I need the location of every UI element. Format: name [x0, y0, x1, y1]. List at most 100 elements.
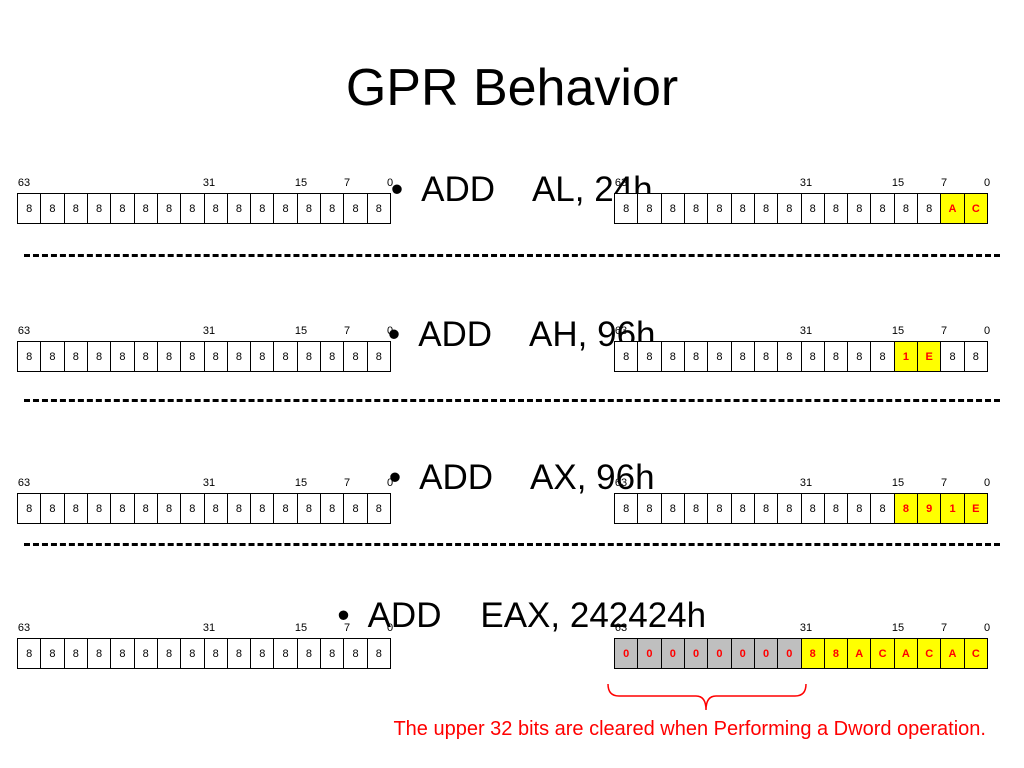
register-nibble-cell: 8 — [754, 193, 779, 224]
register-nibble-cell: 8 — [227, 193, 252, 224]
register-nibble-cell: 8 — [181, 493, 205, 524]
register-nibble-cell: 8 — [87, 193, 112, 224]
section-divider — [24, 399, 1000, 402]
register-nibble-cell: 8 — [801, 638, 825, 669]
bullet-icon: • — [337, 596, 350, 635]
register-nibble-cell: 8 — [157, 493, 182, 524]
register-nibble-cell: 8 — [41, 493, 65, 524]
register-nibble-cell: 8 — [344, 638, 368, 669]
bit-label: 15 — [294, 477, 308, 489]
register-nibble-cell: 8 — [181, 193, 205, 224]
register-nibble-cell: 8 — [157, 193, 182, 224]
section-divider — [24, 543, 1000, 546]
register-nibble-cell: 8 — [321, 493, 345, 524]
register-nibble-cell: 8 — [344, 193, 368, 224]
register-nibble-cell: 8 — [321, 638, 345, 669]
register-nibble-cell: 8 — [41, 638, 65, 669]
register-nibble-cell: 8 — [801, 341, 825, 372]
register-nibble-cell: 8 — [18, 493, 42, 524]
bit-label: 0 — [386, 325, 394, 337]
register-nibble-cell: 8 — [274, 193, 298, 224]
register-nibble-cell: 0 — [615, 638, 639, 669]
register-nibble-cell: 8 — [661, 493, 685, 524]
bullet-icon: • — [390, 170, 404, 209]
bit-label: 63 — [614, 622, 628, 634]
register-nibble-cell: 8 — [344, 493, 368, 524]
bit-label: 31 — [799, 477, 813, 489]
register-nibble-cell: 8 — [824, 638, 849, 669]
bit-label: 0 — [983, 622, 991, 634]
register-nibble-cell: 0 — [731, 638, 755, 669]
register-nibble-cell: 8 — [227, 493, 252, 524]
register-nibble-cell: 8 — [894, 193, 919, 224]
register-nibble-cell: 8 — [64, 493, 88, 524]
instruction-text: ADD EAX, 242424h — [367, 596, 707, 635]
register-nibble-cell: 8 — [87, 341, 112, 372]
bit-label: 31 — [799, 177, 813, 189]
register-nibble-cell: 8 — [64, 193, 88, 224]
register-nibble-cell: 1 — [941, 493, 965, 524]
register-nibble-cell: A — [941, 638, 965, 669]
bit-label: 0 — [386, 622, 394, 634]
register-nibble-cell: 0 — [661, 638, 685, 669]
register-nibble-cell: 8 — [87, 638, 112, 669]
register-nibble-cell: 8 — [638, 493, 662, 524]
register-nibble-cell: 8 — [64, 341, 88, 372]
register-nibble-cell: 8 — [894, 493, 919, 524]
register-nibble-cell: 8 — [918, 193, 942, 224]
register-nibble-cell: 8 — [157, 638, 182, 669]
register-nibble-cell: 8 — [274, 493, 298, 524]
register-nibble-cell: 8 — [778, 493, 802, 524]
bit-label: 15 — [891, 325, 905, 337]
bit-label: 63 — [17, 477, 31, 489]
instruction-add-al: •ADD AL, 24h — [0, 137, 1024, 207]
register-nibble-cell: 8 — [754, 493, 779, 524]
register-nibble-cell: 8 — [274, 341, 298, 372]
register-nibble-cell: 8 — [41, 341, 65, 372]
register-nibble-cell: 8 — [871, 193, 895, 224]
register-nibble-cell: 8 — [731, 493, 755, 524]
register-nibble-cell: 8 — [708, 193, 732, 224]
bit-label: 7 — [343, 622, 351, 634]
bit-label: 0 — [386, 477, 394, 489]
register-nibble-cell: 8 — [227, 638, 252, 669]
bit-label: 31 — [202, 477, 216, 489]
register-nibble-cell: 8 — [134, 341, 158, 372]
register-nibble-cell: 8 — [708, 493, 732, 524]
register-nibble-cell: 0 — [638, 638, 662, 669]
register-nibble-cell: 8 — [754, 341, 779, 372]
register-nibble-cell: 8 — [848, 493, 872, 524]
bit-label: 15 — [294, 325, 308, 337]
register-nibble-cell: 8 — [227, 341, 252, 372]
bit-label: 63 — [17, 622, 31, 634]
register-nibble-cell: 8 — [64, 638, 88, 669]
register-nibble-cell: 8 — [367, 638, 391, 669]
bit-label: 15 — [891, 622, 905, 634]
register-nibble-cell: 8 — [111, 193, 135, 224]
register-nibble-cell: A — [941, 193, 965, 224]
bit-label: 7 — [343, 325, 351, 337]
register-nibble-cell: 8 — [824, 193, 849, 224]
register-nibble-cell: 8 — [204, 638, 228, 669]
register-nibble-cell: 8 — [204, 341, 228, 372]
register-nibble-cell: 8 — [274, 638, 298, 669]
register-nibble-cell: 8 — [367, 193, 391, 224]
register-nibble-cell: 8 — [824, 341, 849, 372]
upper-bits-brace — [607, 683, 807, 711]
register-nibble-cell: 8 — [964, 341, 988, 372]
bit-label: 63 — [17, 325, 31, 337]
bit-label: 7 — [940, 177, 948, 189]
register-nibble-cell: 8 — [801, 493, 825, 524]
instruction-add-ax: •ADD AX, 96h — [0, 425, 1024, 495]
register-nibble-cell: 8 — [615, 493, 639, 524]
register-nibble-cell: 8 — [251, 341, 275, 372]
